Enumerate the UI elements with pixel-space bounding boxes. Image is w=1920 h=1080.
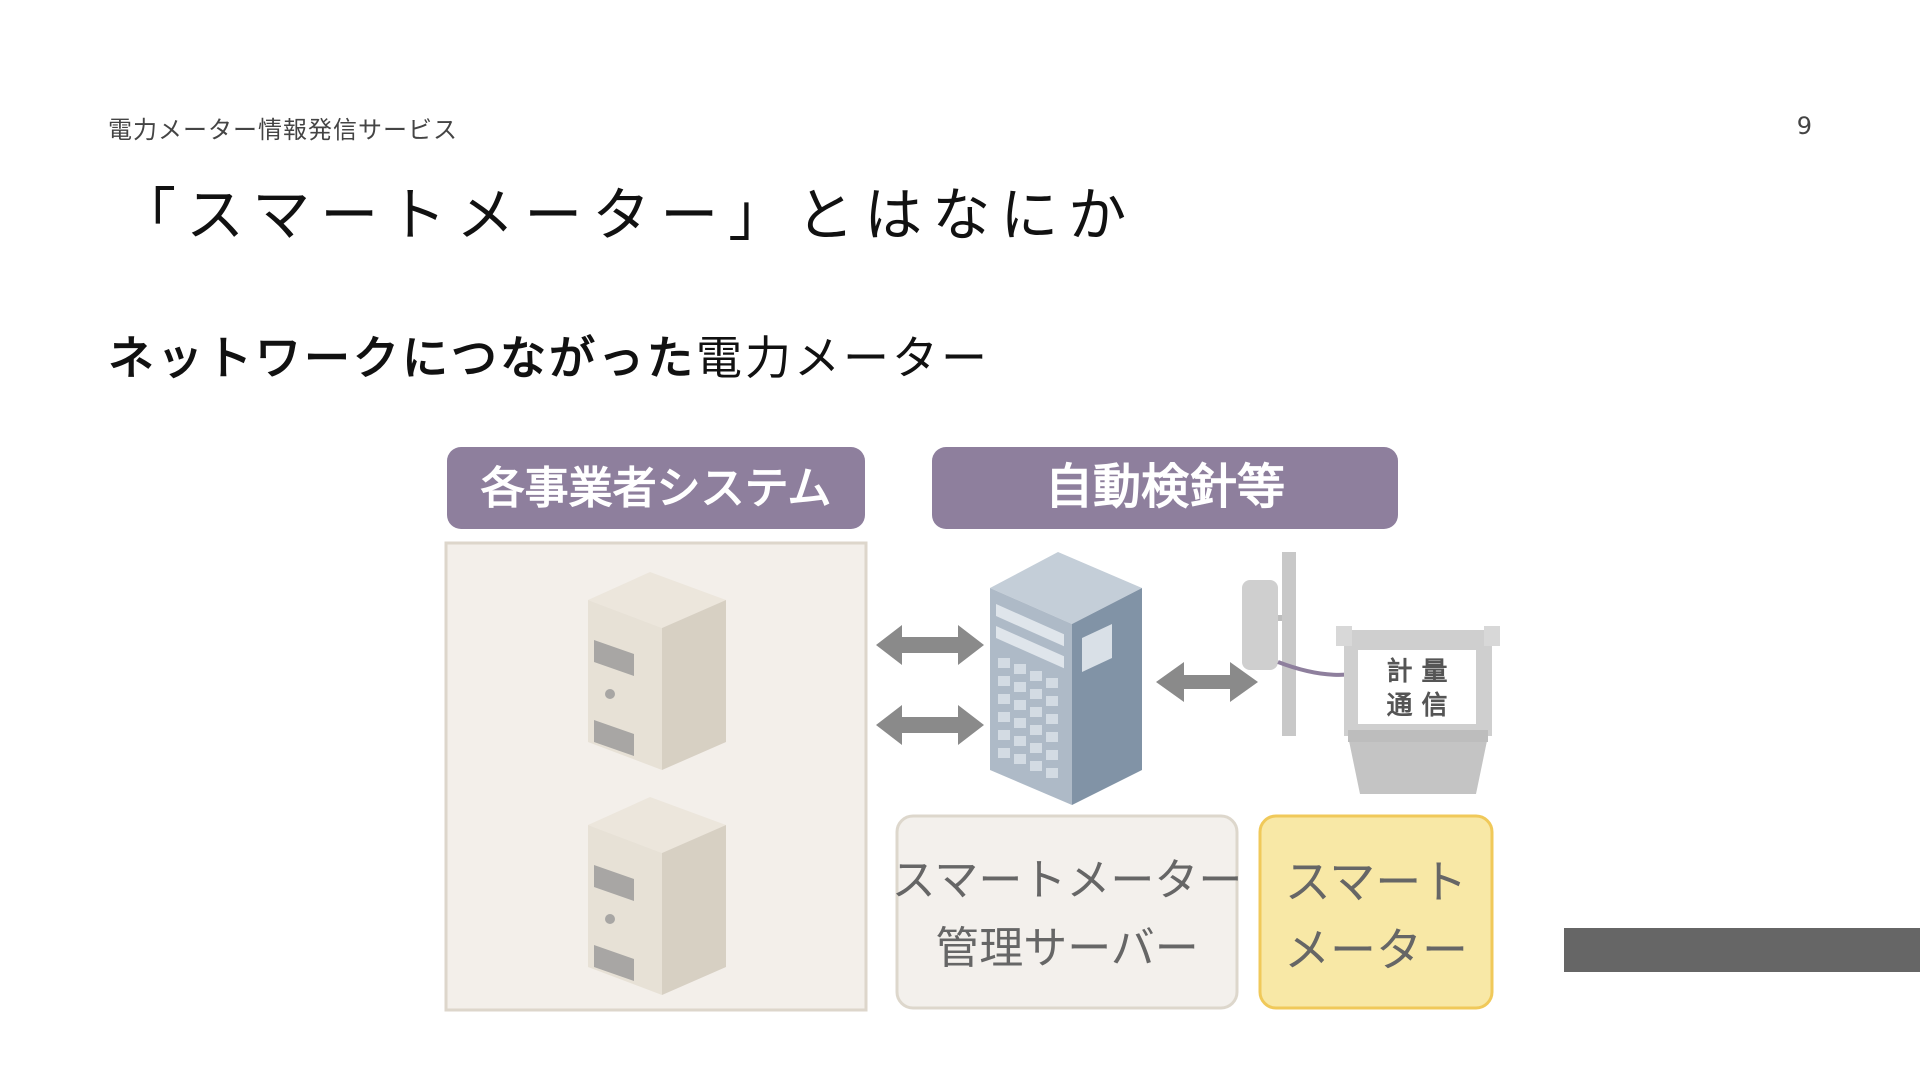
business-server-icon bbox=[588, 797, 726, 995]
double-arrow-icon bbox=[876, 705, 984, 745]
smart-meter-box: スマート メーター bbox=[1258, 814, 1494, 1010]
meter-face-measure: 計 量 bbox=[1386, 656, 1447, 687]
management-server-box: スマートメーター 管理サーバー bbox=[892, 814, 1243, 1010]
management-server-line1: スマートメーター bbox=[892, 855, 1243, 906]
meter-face-communicate: 通 信 bbox=[1386, 691, 1447, 721]
double-arrow-icon bbox=[1156, 662, 1258, 702]
smart-meter-icon: 計 量 通 信 bbox=[1336, 626, 1500, 794]
auto-reading-label: 自動検針等 bbox=[932, 447, 1398, 529]
slide-title: 「スマートメーター」とはなにか bbox=[118, 181, 1137, 249]
system-label: 各事業者システム bbox=[447, 447, 865, 529]
double-arrow-icon bbox=[876, 625, 984, 665]
smart-meter-line1: スマート bbox=[1285, 855, 1468, 909]
header-label: 電力メーター情報発信サービス bbox=[108, 116, 458, 144]
management-server-line2: 管理サーバー bbox=[935, 923, 1199, 974]
smart-meter-line2: メーター bbox=[1284, 923, 1468, 977]
management-server-building-icon bbox=[990, 552, 1142, 805]
business-server-icon bbox=[588, 572, 726, 770]
slide-subtitle: ネットワークにつながった電力メーター bbox=[108, 322, 990, 388]
subtitle-bold: ネットワークにつながった bbox=[108, 331, 696, 385]
subtitle-normal: 電力メーター bbox=[696, 331, 990, 385]
page-number: 9 bbox=[1796, 112, 1812, 140]
antenna-pole-icon bbox=[1242, 552, 1381, 736]
auto-reading-label-text: 自動検針等 bbox=[1045, 459, 1285, 515]
decorative-bar bbox=[1564, 928, 1920, 972]
smart-meter-diagram: 各事業者システム 自動検針等 bbox=[444, 447, 1500, 1012]
system-label-text: 各事業者システム bbox=[481, 463, 832, 514]
